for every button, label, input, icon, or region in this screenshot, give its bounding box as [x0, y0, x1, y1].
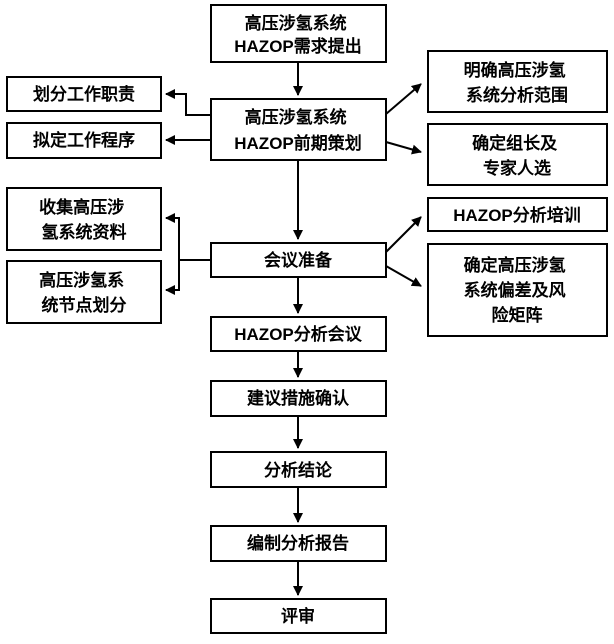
- arrow-planning-to-duties: [165, 89, 211, 116]
- node-work-procedures: 拟定工作程序: [6, 122, 162, 159]
- node-hazop-planning-label: 高压涉氢系统 HAZOP前期策划: [234, 107, 362, 153]
- node-analysis-conclusion-label: 分析结论: [264, 460, 333, 480]
- node-work-procedures-label: 拟定工作程序: [33, 130, 135, 150]
- arrow-meeting-prep-to-node-division: [165, 260, 180, 295]
- node-analysis-meeting-box: [210, 316, 387, 352]
- node-meeting-prep-box: [210, 242, 387, 278]
- node-analysis-conclusion-box: [210, 451, 387, 488]
- node-analysis-meeting-label: HAZOP分析会议: [234, 324, 362, 344]
- node-deviation-risk-matrix-label: 确定高压涉氢 系统偏差及风 险矩阵: [464, 255, 571, 325]
- node-data-collection: 收集高压涉 氢系统资料: [6, 187, 162, 251]
- node-work-procedures-box: [6, 122, 162, 159]
- node-deviation-risk-matrix: 确定高压涉氢 系统偏差及风 险矩阵: [427, 243, 608, 337]
- node-hazop-requirement-label: 高压涉氢系统 HAZOP需求提出: [234, 13, 362, 56]
- node-analysis-conclusion: 分析结论: [210, 451, 387, 488]
- node-analysis-report-box: [210, 525, 387, 562]
- arrow-meeting-prep-to-data-collection: [165, 213, 211, 261]
- node-work-duties-box: [6, 76, 162, 112]
- node-hazop-requirement-box: [210, 4, 387, 63]
- node-deviation-risk-matrix-box: [427, 243, 608, 337]
- node-analysis-meeting: HAZOP分析会议: [210, 316, 387, 352]
- node-leader-selection: 确定组长及 专家人选: [427, 123, 608, 186]
- node-leader-selection-label: 确定组长及 专家人选: [472, 133, 562, 178]
- flow-arrows: [165, 62, 422, 596]
- node-hazop-requirement: 高压涉氢系统 HAZOP需求提出: [210, 4, 387, 63]
- node-review-label: 评审: [281, 606, 315, 626]
- node-measures-confirmation-box: [210, 380, 387, 417]
- node-analysis-scope: 明确高压涉氢 系统分析范围: [427, 50, 608, 113]
- node-work-duties: 划分工作职责: [6, 76, 162, 112]
- node-review: 评审: [210, 598, 387, 634]
- node-review-box: [210, 598, 387, 634]
- node-measures-confirmation-label: 建议措施确认: [247, 388, 350, 408]
- arrow-meeting-prep-to-training: [385, 216, 422, 253]
- node-work-duties-label: 划分工作职责: [33, 84, 135, 104]
- node-data-collection-box: [6, 187, 162, 251]
- node-analysis-scope-box: [427, 50, 608, 113]
- node-measures-confirmation: 建议措施确认: [210, 380, 387, 417]
- node-hazop-training-label: HAZOP分析培训: [453, 205, 581, 225]
- node-hazop-training-box: [427, 197, 608, 232]
- node-analysis-report-label: 编制分析报告: [247, 533, 349, 553]
- node-meeting-prep-label: 会议准备: [264, 250, 333, 270]
- node-hazop-planning-box: [210, 98, 387, 161]
- node-hazop-planning: 高压涉氢系统 HAZOP前期策划: [210, 98, 387, 161]
- node-hazop-training: HAZOP分析培训: [427, 197, 608, 232]
- node-analysis-scope-label: 明确高压涉氢 系统分析范围: [464, 60, 571, 105]
- arrow-planning-to-leader: [385, 141, 422, 155]
- node-node-division-box: [6, 260, 162, 324]
- node-leader-selection-box: [427, 123, 608, 186]
- node-data-collection-label: 收集高压涉 氢系统资料: [39, 197, 129, 242]
- node-meeting-prep: 会议准备: [210, 242, 387, 278]
- arrow-planning-to-scope: [385, 83, 422, 115]
- node-node-division: 高压涉氢系 统节点划分: [6, 260, 162, 324]
- arrow-meeting-prep-to-deviation-matrix: [385, 265, 422, 287]
- node-node-division-label: 高压涉氢系 统节点划分: [39, 270, 129, 315]
- node-analysis-report: 编制分析报告: [210, 525, 387, 562]
